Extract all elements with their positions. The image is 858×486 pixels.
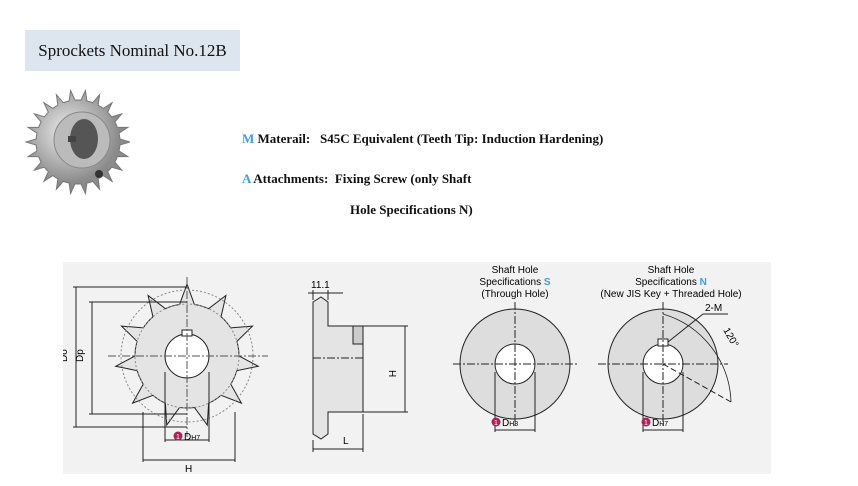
sprocket-photo xyxy=(24,88,130,196)
attachments-value: Fixing Screw (only Shaft xyxy=(334,171,472,186)
dimension-marker-icon xyxy=(173,431,183,441)
material-value: S45C Equivalent (Teeth Tip: Induction Ha… xyxy=(319,131,604,146)
marker-number: 1 xyxy=(644,420,648,427)
front-view xyxy=(73,277,268,462)
marker-number: 1 xyxy=(494,420,498,427)
attachments-value-cont: Hole Specifications N) xyxy=(350,202,473,217)
spec-s-heading: Shaft Hole xyxy=(492,265,539,276)
attachments-spec: A Attachments: Fixing Screw (only Shaft xyxy=(242,171,471,187)
material-spec: M Materail: S45C Equivalent (Teeth Tip: … xyxy=(242,131,603,147)
spec-n-view xyxy=(598,302,732,432)
spec-n-bore-label: DH7 xyxy=(652,418,668,429)
page-title: Sprockets Nominal No.12B xyxy=(25,30,240,71)
thread-label: 2-M xyxy=(705,303,722,314)
spec-s-subheading: Specifications S xyxy=(479,277,550,288)
side-view xyxy=(308,290,408,452)
attachments-label: Attachments: xyxy=(253,171,329,186)
dp-label: Dp xyxy=(75,349,86,362)
bore-label: DH7 xyxy=(184,432,200,443)
material-letter: M xyxy=(242,131,255,146)
material-label: Materail: xyxy=(257,131,311,146)
do-label: Do xyxy=(63,349,70,362)
spec-s-bore-label: DH8 xyxy=(502,418,518,429)
dimension-marker-icon xyxy=(491,417,501,427)
dimension-diagram: Do Dp 1 DH7 H 11.1 H L Shaft Hole Specif… xyxy=(63,262,771,474)
spec-n-heading: Shaft Hole xyxy=(648,265,695,276)
spec-n-subheading: Specifications N xyxy=(635,277,707,288)
length-label: L xyxy=(343,436,349,447)
hub-diameter-label: H xyxy=(185,464,192,474)
attachments-letter: A xyxy=(242,171,251,186)
dimension-marker-icon xyxy=(641,417,651,427)
side-h-label: H xyxy=(386,370,397,377)
marker-number: 1 xyxy=(176,434,180,441)
spec-s-view xyxy=(453,302,578,432)
flange-width-label: 11.1 xyxy=(311,280,330,291)
spec-n-note: (New JIS Key + Threaded Hole) xyxy=(600,289,741,300)
spec-s-note: (Through Hole) xyxy=(481,289,548,300)
